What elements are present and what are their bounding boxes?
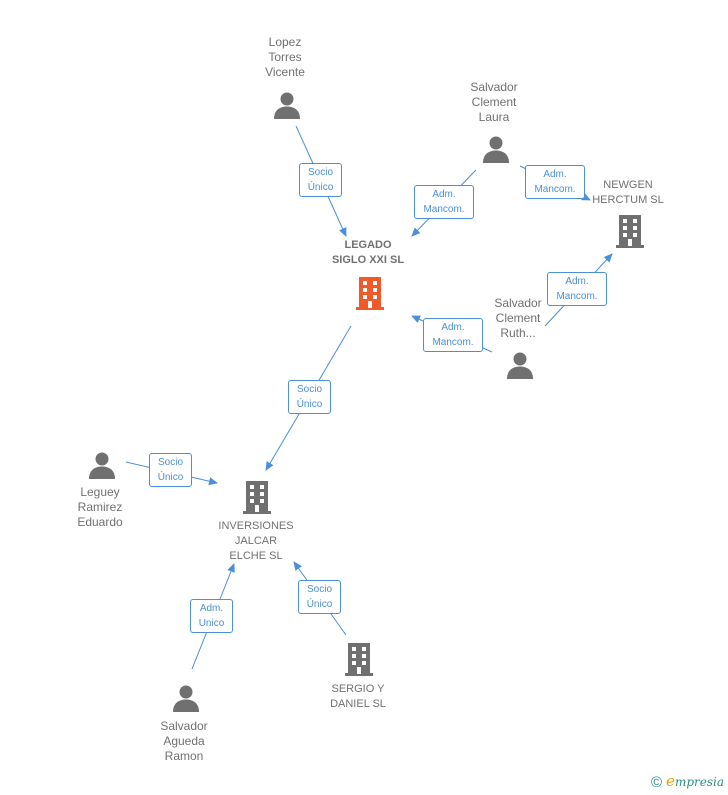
node-label-inversiones[interactable]: INVERSIONES JALCAR ELCHE SL xyxy=(218,520,294,562)
edge-label-sergio-inversiones[interactable]: Socio Único xyxy=(298,580,341,614)
node-label-lopez[interactable]: Lopez Torres Vicente xyxy=(265,35,305,79)
edge-label-lopez-legado[interactable]: Socio Único xyxy=(299,163,342,197)
edge-label-legado-inversiones[interactable]: Socio Único xyxy=(288,380,331,414)
building-icon[interactable] xyxy=(614,213,646,249)
node-label-newgen[interactable]: NEWGEN HERCTUM SL xyxy=(592,179,664,206)
node-label-sergio[interactable]: SERGIO Y DANIEL SL xyxy=(330,683,386,710)
brand-footer: ©empresia xyxy=(651,772,724,791)
edge-label-leguey-inversiones[interactable]: Socio Único xyxy=(149,453,192,487)
brand-logo-text: mpresia xyxy=(674,775,724,789)
edge-label-laura-newgen[interactable]: Adm. Mancom. xyxy=(525,165,585,199)
person-icon[interactable] xyxy=(272,90,302,120)
person-icon[interactable] xyxy=(87,450,117,480)
edge-label-ruth-legado[interactable]: Adm. Mancom. xyxy=(423,318,483,352)
edge-label-laura-legado[interactable]: Adm. Mancom. xyxy=(414,185,474,219)
building-icon[interactable] xyxy=(241,479,273,515)
node-label-salvador-laura[interactable]: Salvador Clement Laura xyxy=(470,80,518,124)
node-label-legado[interactable]: LEGADO SIGLO XXI SL xyxy=(331,239,405,266)
building-icon[interactable] xyxy=(354,275,386,311)
edge-label-agueda-inversiones[interactable]: Adm. Unico xyxy=(190,599,233,633)
copyright-icon: © xyxy=(650,774,663,791)
person-icon[interactable] xyxy=(171,683,201,713)
person-icon[interactable] xyxy=(481,134,511,164)
brand-logo-initial: e xyxy=(666,772,675,790)
node-label-salvador-ruth[interactable]: Salvador Clement Ruth... xyxy=(494,296,542,340)
node-label-leguey[interactable]: Leguey Ramirez Eduardo xyxy=(77,485,123,529)
person-icon[interactable] xyxy=(505,350,535,380)
building-icon[interactable] xyxy=(343,641,375,677)
edge-label-ruth-newgen[interactable]: Adm. Mancom. xyxy=(547,272,607,306)
node-label-salvador-agueda[interactable]: Salvador Agueda Ramon xyxy=(160,719,208,763)
